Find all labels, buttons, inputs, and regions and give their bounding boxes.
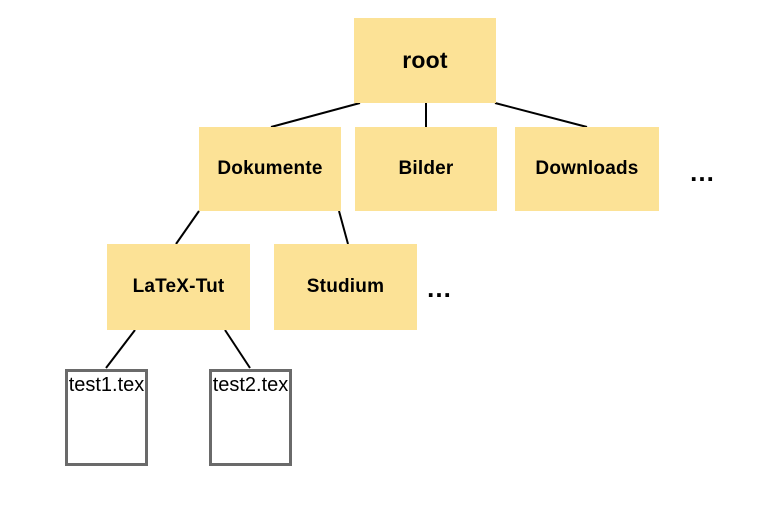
- file-label-test2: test2.tex: [212, 374, 289, 396]
- node-root: root: [354, 18, 496, 103]
- edge-dokumente-studium: [338, 210, 349, 245]
- node-studium: Studium: [274, 244, 417, 330]
- node-test1-tex: test1.tex: [65, 369, 148, 466]
- node-bilder: Bilder: [355, 127, 497, 211]
- edge-root-dokumente: [270, 102, 361, 128]
- node-latex-tut: LaTeX-Tut: [107, 244, 250, 330]
- ellipsis-level2: …: [689, 157, 716, 187]
- file-label-test1: test1.tex: [68, 374, 145, 396]
- edge-dokumente-latex-tut: [175, 210, 200, 245]
- node-dokumente: Dokumente: [199, 127, 341, 211]
- edge-root-downloads: [494, 102, 588, 128]
- node-downloads: Downloads: [515, 127, 659, 211]
- edge-latex-tut-test1: [105, 329, 136, 369]
- node-test2-tex: test2.tex: [209, 369, 292, 466]
- edge-latex-tut-test2: [224, 329, 251, 369]
- ellipsis-level3: …: [426, 273, 453, 303]
